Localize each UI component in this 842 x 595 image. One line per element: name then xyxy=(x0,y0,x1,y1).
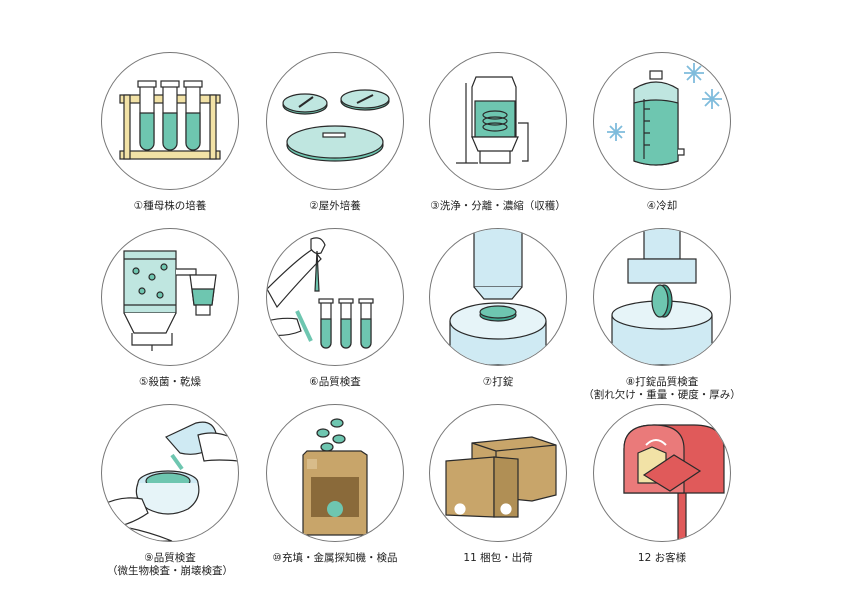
step-caption: ⑧打錠品質検査 xyxy=(625,376,699,388)
step-caption: ⑦打錠 xyxy=(482,376,514,388)
filter-apparatus-icon xyxy=(429,52,567,190)
shipping-box-icon xyxy=(429,404,567,542)
step-caption-sub: （微生物検査・崩壊検査） xyxy=(107,565,233,577)
step-caption: ⑥品質検査 xyxy=(309,376,361,388)
step-caption: ⑤殺菌・乾燥 xyxy=(139,376,201,388)
step-caption: ②屋外培養 xyxy=(309,200,361,212)
petri-dish-icon xyxy=(266,52,404,190)
step-caption: ①種母株の培養 xyxy=(133,200,207,212)
step-caption-sub: （割れ欠け・重量・硬度・厚み） xyxy=(583,389,741,401)
mailbox-icon xyxy=(593,404,731,542)
pipette-test-icon xyxy=(266,228,404,366)
step-caption: 11 梱包・出荷 xyxy=(463,552,533,564)
step-caption: ④冷却 xyxy=(646,200,678,212)
pouring-test-icon xyxy=(101,404,239,542)
test-tube-rack-icon xyxy=(101,52,239,190)
step-caption: ⑩充填・金属探知機・検品 xyxy=(272,552,398,564)
package-filling-icon xyxy=(266,404,404,542)
step-caption: ⑨品質検査 xyxy=(144,552,196,564)
sterilize-dryer-icon xyxy=(101,228,239,366)
step-caption: ③洗浄・分離・濃縮（収穫） xyxy=(430,200,566,212)
tablet-inspection-icon xyxy=(593,228,731,366)
tablet-press-icon xyxy=(429,228,567,366)
step-caption: 12 お客様 xyxy=(637,552,687,564)
cooling-tank-icon xyxy=(593,52,731,190)
